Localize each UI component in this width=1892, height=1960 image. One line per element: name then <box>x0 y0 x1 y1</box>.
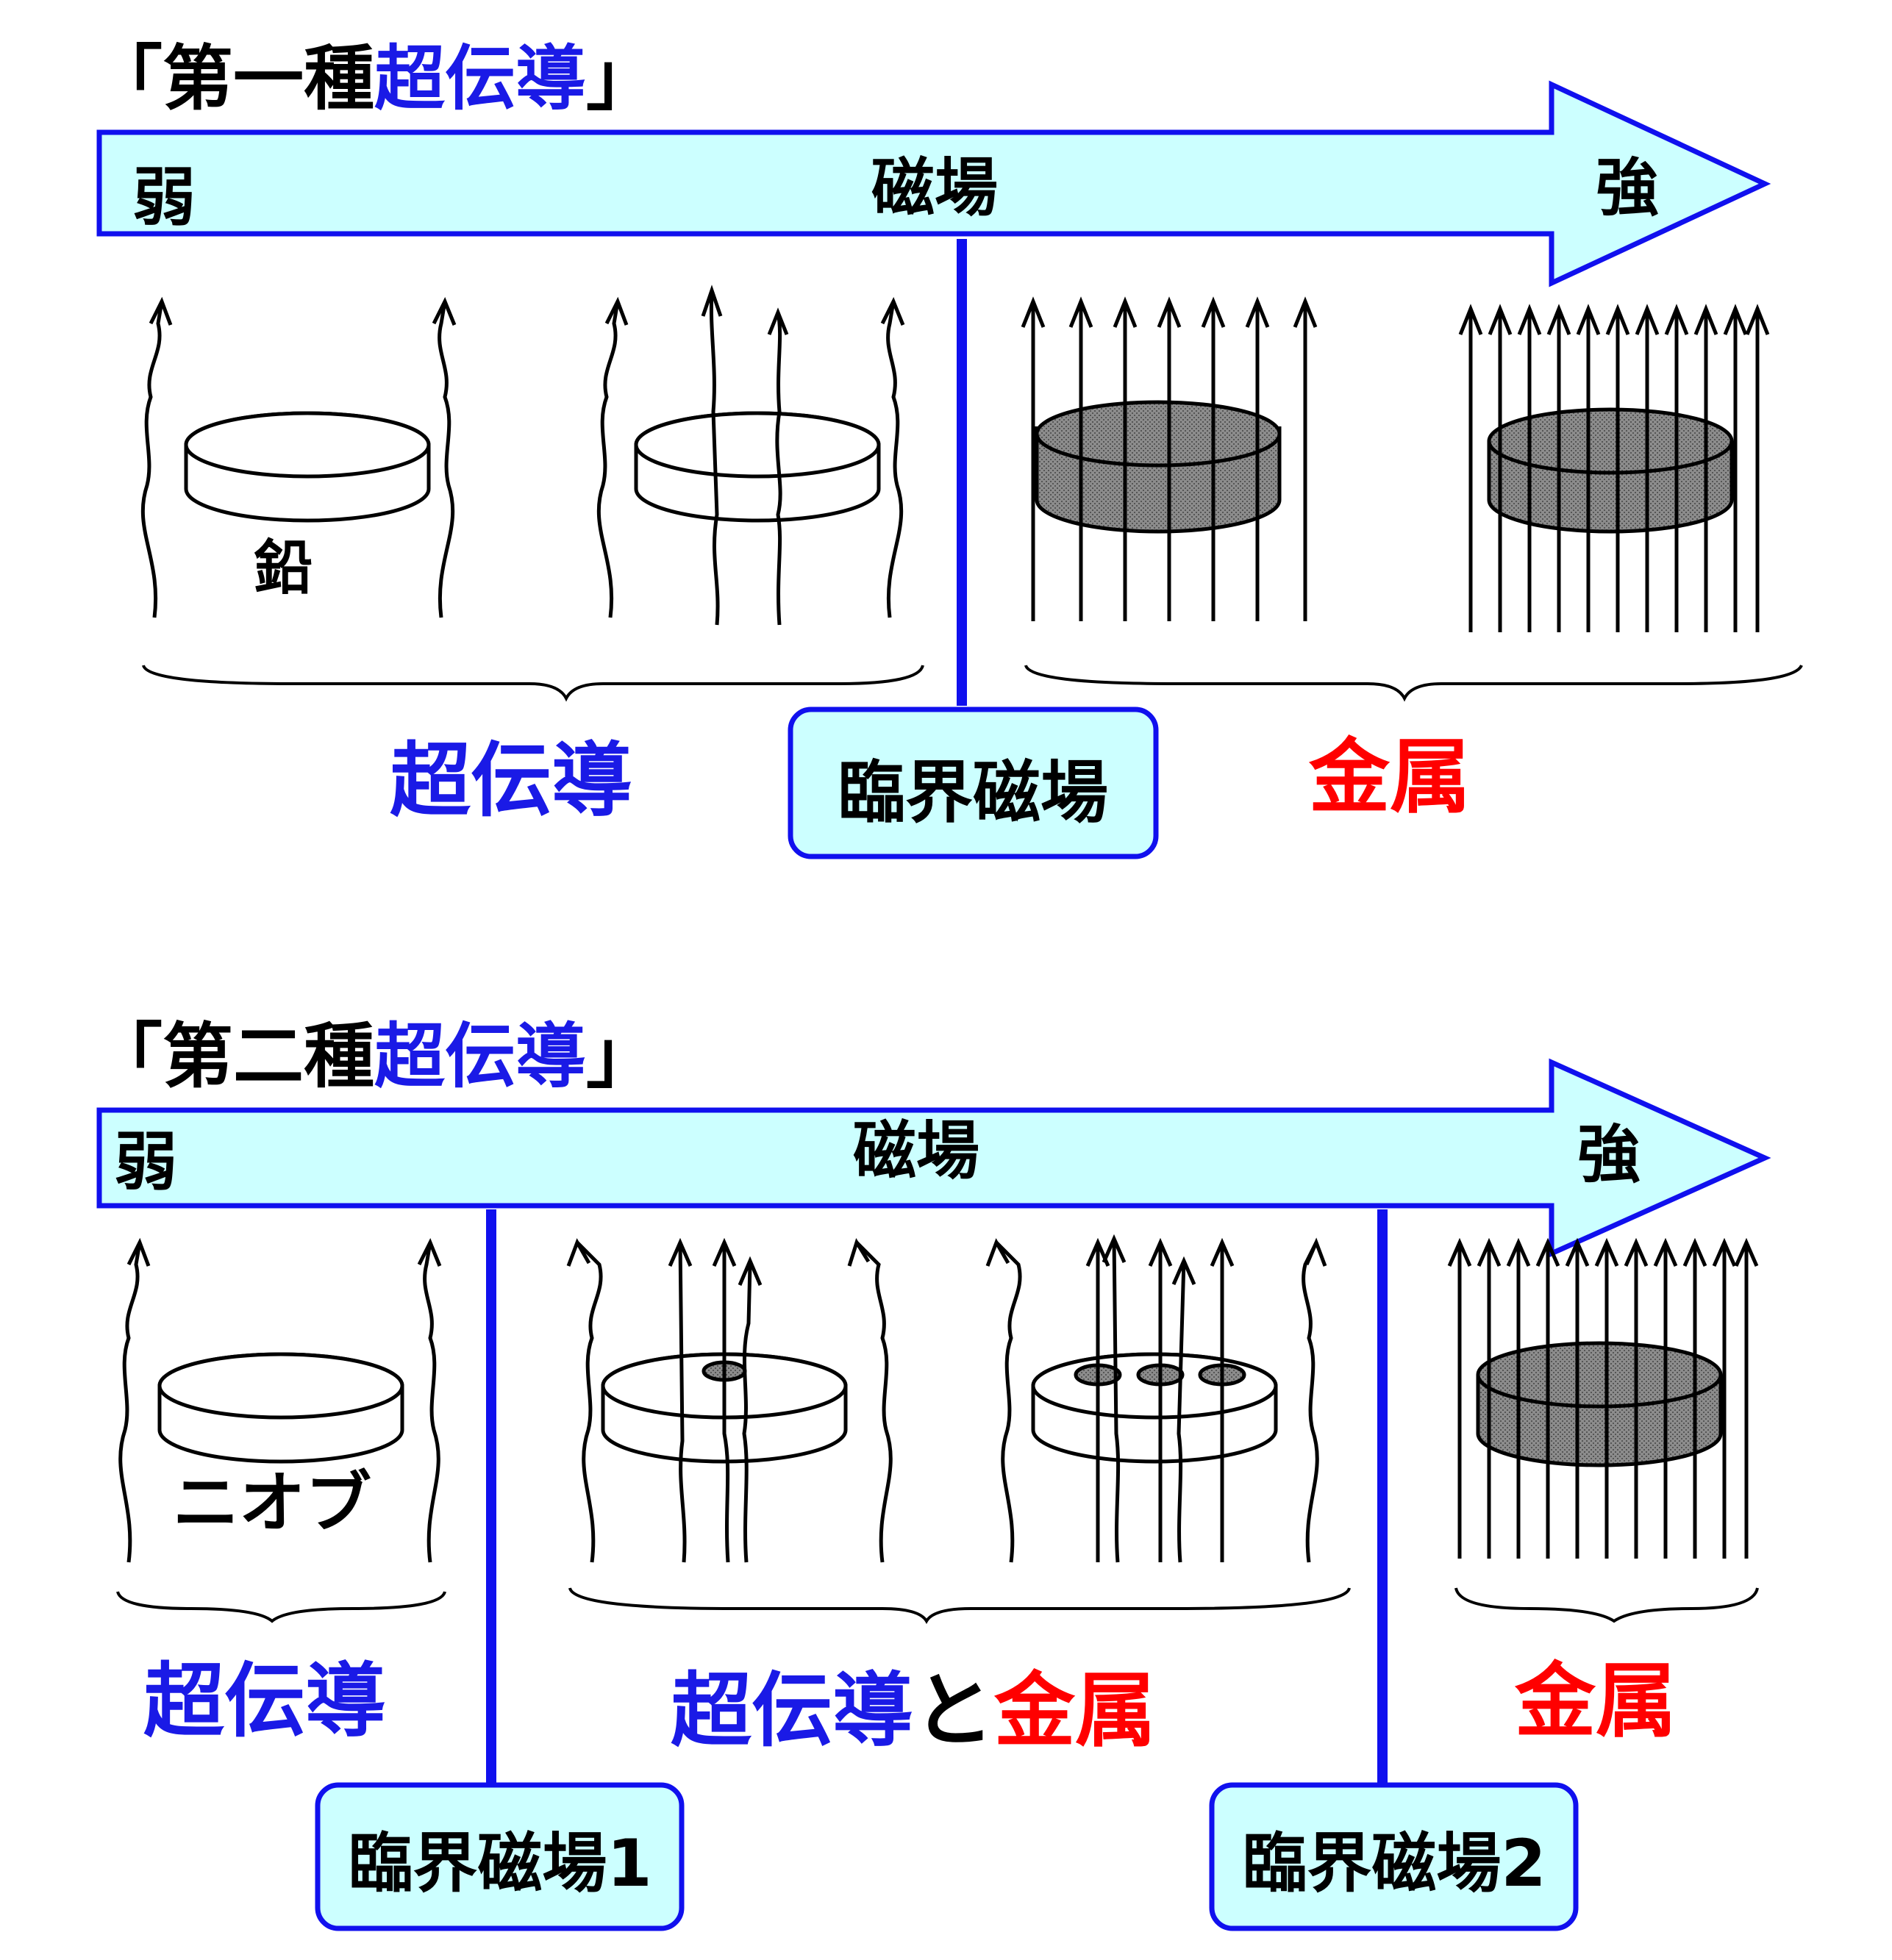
type2-region-mixed-metal: 金属 <box>993 1664 1156 1758</box>
type2-brace-metal <box>1454 1587 1759 1623</box>
type1-arrow-weak: 弱 <box>132 161 196 235</box>
type2-region-mixed: 超伝導と金属 <box>671 1664 1156 1758</box>
type2-sample-mixed-1 <box>566 1237 893 1563</box>
type2-arrow-strong: 強 <box>1577 1118 1641 1192</box>
type1-sample-penetrating <box>596 285 905 626</box>
type1-section: 「第一種超伝導」 弱 磁場 強 鉛 <box>92 37 1803 859</box>
type2-critical-box-1-label: 臨界磁場1 <box>348 1825 652 1901</box>
type2-region-metal: 金属 <box>1514 1654 1677 1748</box>
type2-section: 「第二種超伝導」 弱 磁場 強 ニオブ <box>92 1015 1771 1931</box>
type2-sample-label: ニオブ <box>173 1464 371 1542</box>
type2-critical-box-2 <box>1209 1782 1579 1931</box>
type2-field-arrow <box>96 1058 1771 1258</box>
type1-title-highlight: 超伝導 <box>374 37 586 120</box>
type1-title: 「第一種超伝導」 <box>92 37 657 120</box>
type1-critical-box-label: 臨界磁場 <box>838 754 1108 832</box>
type1-sample-normal-2 <box>1458 304 1770 632</box>
type2-sample-mixed-2 <box>985 1234 1327 1563</box>
type1-title-open: 「第一種 <box>92 37 374 120</box>
type2-sample-normal <box>1447 1237 1759 1559</box>
type1-sample-normal-1 <box>1021 296 1318 621</box>
type2-critical-box-1 <box>315 1782 685 1931</box>
type2-region-mixed-and: と <box>913 1664 994 1758</box>
type1-critical-box <box>788 707 1159 859</box>
type1-title-close: 」 <box>586 37 657 120</box>
type1-brace-metal <box>1024 664 1803 702</box>
type2-title-close: 」 <box>586 1015 657 1098</box>
type1-sample-label: 鉛 <box>254 534 313 602</box>
type2-arrow-field: 磁場 <box>853 1115 979 1188</box>
type2-brace-mixed <box>568 1587 1351 1624</box>
type1-region-metal: 金属 <box>1308 730 1471 824</box>
type1-arrow-strong: 強 <box>1596 151 1659 225</box>
type2-title: 「第二種超伝導」 <box>92 1015 657 1098</box>
type2-title-open: 「第二種 <box>92 1015 374 1098</box>
type1-region-super: 超伝導 <box>390 734 632 828</box>
type1-brace-super <box>142 665 924 702</box>
type2-brace-super <box>116 1591 446 1623</box>
type1-field-lines-3 <box>1021 296 1318 621</box>
type1-sample-meissner: 鉛 <box>140 296 457 618</box>
type2-sample-meissner: ニオブ <box>118 1237 442 1563</box>
type2-region-mixed-super: 超伝導 <box>671 1664 913 1758</box>
type2-arrow-weak: 弱 <box>114 1126 177 1199</box>
type2-region-super: 超伝導 <box>143 1654 386 1748</box>
type2-critical-box-2-label: 臨界磁場2 <box>1242 1825 1546 1901</box>
type2-title-highlight: 超伝導 <box>374 1015 586 1098</box>
type1-field-arrow <box>96 80 1771 287</box>
type1-arrow-field: 磁場 <box>871 151 998 225</box>
